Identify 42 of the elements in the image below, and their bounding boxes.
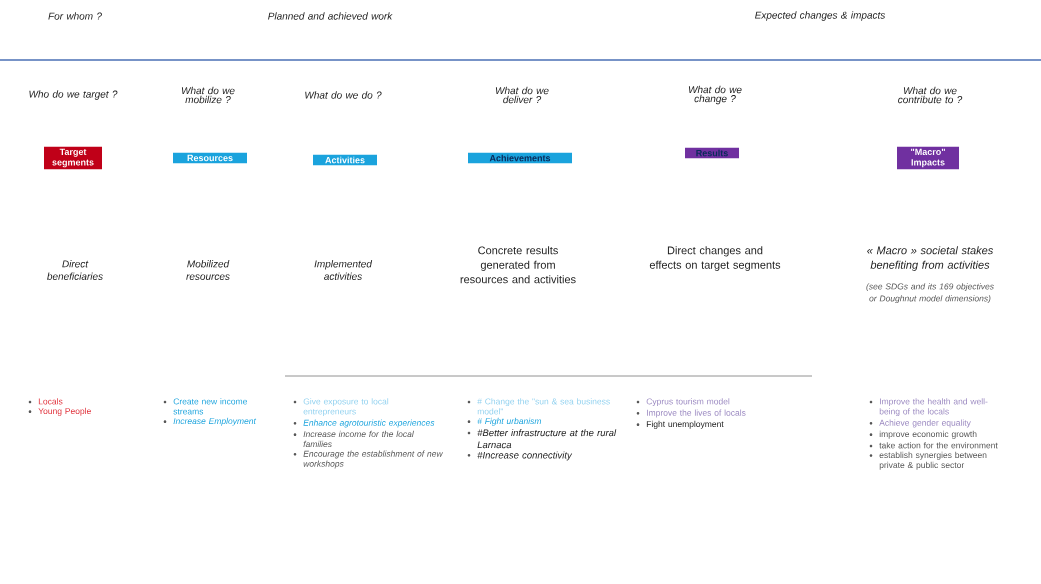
bullet-item: Improve the health and well-being of the locals — [879, 398, 988, 417]
label-box: Achievements — [468, 152, 572, 164]
bullet-item: Achieve gender equality — [879, 419, 971, 428]
text-label: Implemented activities — [314, 260, 373, 280]
bullet-item: #Increase connectivity — [477, 451, 573, 461]
bullet-item: Locals — [38, 398, 63, 405]
label-box: Results — [685, 147, 739, 159]
text-label: « Macro » societal stakes benefiting from activities — [867, 246, 994, 271]
bullet-item: #Better infrastructure at the rural Larnaca — [477, 429, 617, 449]
bullet-item: Enhance agrotouristic experiences — [303, 419, 435, 428]
bullet-item: take action for the environment — [879, 442, 998, 449]
text-label: What do we change ? — [688, 85, 742, 105]
bullet-item: Give exposure to local entrepreneurs — [303, 398, 389, 417]
text-label: What do we deliver ? — [495, 86, 549, 104]
bullet-item: # Change the "sun & sea business model" — [477, 398, 610, 415]
bullet-item: Increase income for the local families — [303, 430, 414, 448]
label-box: Target segments — [44, 146, 102, 170]
text-label: Direct changes and effects on target segments — [649, 246, 781, 271]
text-label: (see SDGs and its 169 objectives or Doughnut model dimensions) — [866, 283, 994, 304]
text-label: Direct beneficiaries — [47, 260, 103, 280]
label-box: "Macro" Impacts — [897, 146, 959, 170]
bullet-item: Young People — [38, 407, 91, 416]
bullet-item: Improve the lives of locals — [647, 409, 746, 418]
bullet-item: Cyprus tourism model — [646, 398, 730, 407]
bullet-item: Encourage the establishment of new workshops — [303, 450, 444, 469]
text-label: What do we contribute to ? — [898, 86, 963, 104]
text-label: Planned and achieved work — [268, 12, 393, 20]
text-label: For whom ? — [48, 12, 102, 20]
bullet-item: Create new income streams — [173, 398, 247, 415]
label-box: Resources — [173, 152, 247, 164]
bullet-item: # Fight urbanism — [477, 417, 542, 426]
bullet-item: Increase Employment — [173, 417, 257, 426]
text-label: Concrete results generated from resources and activities — [460, 246, 576, 284]
bullet-item: establish synergies between private & public sector — [879, 451, 987, 470]
text-label: What do we mobilize ? — [181, 86, 235, 104]
text-label: Expected changes & impacts — [755, 11, 886, 21]
bullet-item: Fight unemployment — [646, 420, 724, 429]
text-label: Who do we target ? — [29, 90, 118, 100]
bullet-item: improve economic growth — [879, 430, 977, 439]
text-label: What do we do ? — [305, 91, 382, 99]
label-box: Activities — [313, 154, 377, 166]
text-label: Mobilized resources — [186, 260, 230, 280]
